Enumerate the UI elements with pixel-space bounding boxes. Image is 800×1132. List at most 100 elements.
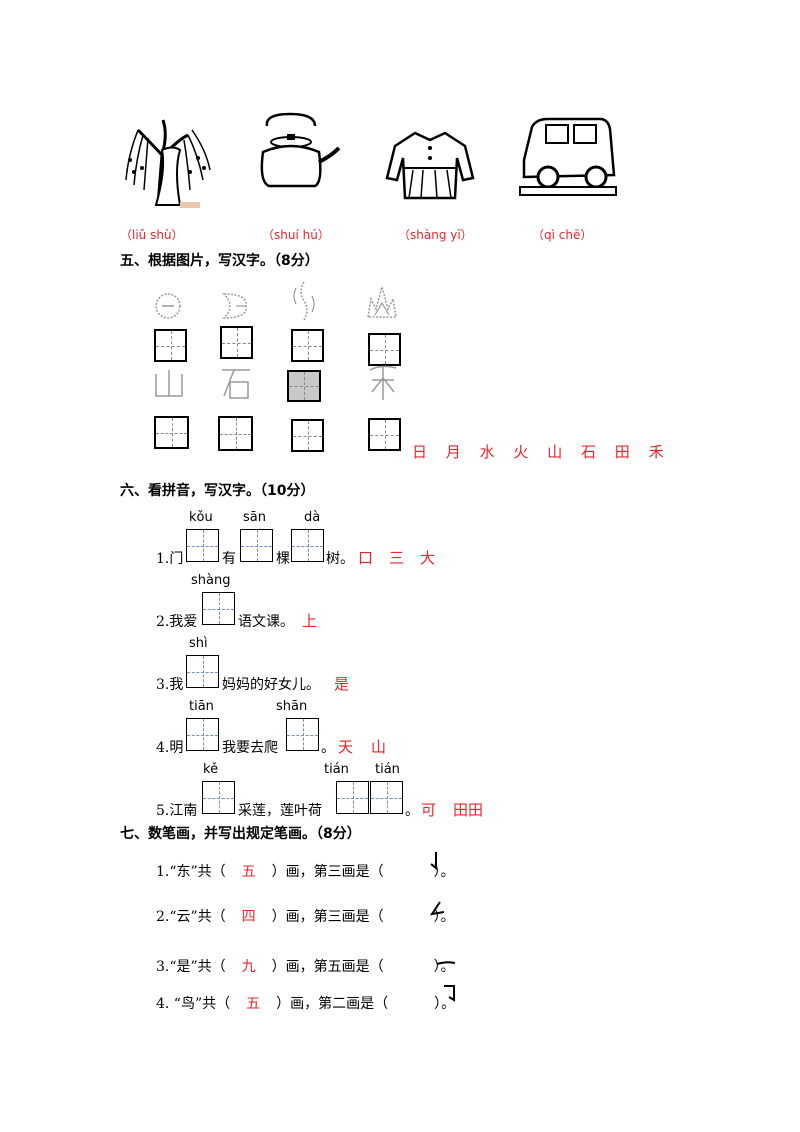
q2-text-a: 2.我爱 xyxy=(156,614,198,630)
answer-shi: 是 xyxy=(334,675,350,693)
section7-heading: 七、数笔画，并写出规定笔画。（8分） xyxy=(120,826,361,842)
answer-da: 大 xyxy=(420,549,436,567)
answer-char: 水 xyxy=(479,443,495,461)
answer-shang: 上 xyxy=(302,612,318,630)
answer-san: 三 xyxy=(389,549,405,567)
answer-kou: 口 xyxy=(358,549,374,567)
write-box-ke[interactable] xyxy=(202,781,235,814)
pinyin-ke: kě xyxy=(203,762,219,777)
answer-box-moon[interactable] xyxy=(220,326,253,359)
write-box-tian[interactable] xyxy=(186,718,219,751)
answer-char: 月 xyxy=(445,443,461,461)
answer-shan: 山 xyxy=(371,738,387,756)
answer-box-sun[interactable] xyxy=(154,329,187,362)
write-box-shang[interactable] xyxy=(202,592,235,625)
answer-char: 火 xyxy=(513,443,529,461)
horizontal-stroke-icon xyxy=(436,961,456,965)
stroke-item-3: 3.“是”共（九）画，第五画是（）。 xyxy=(156,956,455,976)
q4-text-c: 。 xyxy=(321,740,335,756)
q5-text-a: 5.江南 xyxy=(156,803,198,819)
answer-char: 田 xyxy=(614,443,630,461)
answer-char: 禾 xyxy=(648,443,664,461)
stroke-item-pre: 3.“是”共（ xyxy=(156,959,226,975)
field-pictograph-box xyxy=(287,370,321,402)
horizontal-fold-hook-stroke-icon xyxy=(444,985,455,1002)
stroke-count: 四 xyxy=(241,909,256,925)
fire-pictograph-icon xyxy=(367,285,397,318)
section5-answers: 日 月 水 火 山 石 田 禾 xyxy=(412,441,664,462)
stroke-item-4: 4. “鸟”共（ 五 ）画，第二画是（ ）。 xyxy=(156,993,455,1013)
pinyin-shan: shān xyxy=(276,699,308,714)
write-box-da[interactable] xyxy=(291,529,324,562)
stone-pictograph-icon xyxy=(222,369,250,399)
write-box-shan[interactable] xyxy=(286,718,319,751)
q2-text-b: 语文课。 xyxy=(238,614,294,630)
caption-car: （qì chē） xyxy=(532,228,593,242)
stroke-count: 九 xyxy=(241,959,256,975)
write-box-tian-2[interactable] xyxy=(370,781,403,814)
kettle-picture xyxy=(260,112,341,188)
stroke-item-post: ）。 xyxy=(433,864,455,880)
pinyin-shi: shì xyxy=(189,636,208,651)
answer-box-stone[interactable] xyxy=(218,416,253,451)
q3-text-b: 妈妈的好女儿。 xyxy=(222,677,320,693)
stroke-item-pre: 2.“云”共（ xyxy=(156,909,226,925)
left-fall-dot-stroke-icon xyxy=(429,901,445,916)
moon-pictograph-icon xyxy=(222,293,247,319)
answer-tiantian: 田田 xyxy=(453,801,484,819)
section6-heading: 六、看拼音，写汉字。（10分） xyxy=(120,483,315,499)
pinyin-tian: tiān xyxy=(189,699,214,714)
answer-box-grain[interactable] xyxy=(368,418,401,451)
q5-text-c: 。 xyxy=(405,803,419,819)
stroke-item-pre: 4. “鸟”共（ xyxy=(156,996,231,1012)
answer-box-mountain[interactable] xyxy=(154,416,189,449)
pinyin-da: dà xyxy=(304,510,321,525)
answer-ke: 可 xyxy=(421,801,437,819)
answer-char: 山 xyxy=(547,443,563,461)
write-box-san[interactable] xyxy=(240,529,273,562)
q4-text-b: 我要去爬 xyxy=(222,740,278,756)
stroke-item-mid: ）画，第三画是（ xyxy=(271,864,384,880)
stroke-item-post: ）。 xyxy=(434,996,456,1012)
pinyin-san: sān xyxy=(243,510,266,525)
willow-tree-picture xyxy=(125,119,211,208)
answer-box-water[interactable] xyxy=(291,329,324,362)
stroke-item-mid: ）画，第三画是（ xyxy=(271,909,384,925)
q4-text-a: 4.明 xyxy=(156,740,184,756)
pinyin-kou: kǒu xyxy=(189,510,213,525)
caption-willow: （liǔ shù） xyxy=(120,228,184,242)
pinyin-tian-2: tián xyxy=(375,762,400,777)
answer-box-fire[interactable] xyxy=(368,333,401,366)
stroke-item-2: 2.“云”共（四）画，第三画是（）。 xyxy=(156,906,455,926)
q1-text-d: 树。 xyxy=(326,551,354,567)
pinyin-shang: shàng xyxy=(191,573,231,588)
stroke-count: 五 xyxy=(246,996,261,1012)
q3-text-a: 3.我 xyxy=(156,677,184,693)
write-box-tian-1[interactable] xyxy=(336,781,369,814)
caption-clothes: （shàng yī） xyxy=(398,228,473,242)
q1-text-a: 1.门 xyxy=(156,551,184,567)
q5-text-b: 采莲，莲叶荷 xyxy=(238,803,322,819)
section5-heading: 五、根据图片，写汉字。（8分） xyxy=(120,253,319,269)
grain-pictograph-icon xyxy=(369,365,397,400)
answer-tian: 天 xyxy=(338,738,354,756)
q1-text-b: 有 xyxy=(222,551,236,567)
answer-char: 日 xyxy=(412,443,428,461)
stroke-item-mid: ）画，第五画是（ xyxy=(271,959,384,975)
pinyin-tian-1: tián xyxy=(324,762,349,777)
stroke-item-pre: 1.“东”共（ xyxy=(156,864,226,880)
clothes-picture xyxy=(385,131,475,200)
car-picture xyxy=(519,117,617,196)
answer-char: 石 xyxy=(580,443,596,461)
q1-text-c: 棵 xyxy=(276,551,290,567)
answer-box-field[interactable] xyxy=(291,419,324,452)
write-box-shi[interactable] xyxy=(186,655,219,688)
water-pictograph-icon xyxy=(293,281,315,321)
caption-kettle: （shuí hú） xyxy=(262,228,330,242)
stroke-item-mid: ）画，第二画是（ xyxy=(276,996,389,1012)
mountain-pictograph-icon xyxy=(155,370,183,397)
write-box-kou[interactable] xyxy=(186,529,219,562)
vertical-hook-stroke-icon xyxy=(430,852,437,871)
stroke-count: 五 xyxy=(241,864,256,880)
stroke-item-1: 1.“东”共（ 五 ）画，第三画是（ ）。 xyxy=(156,861,455,881)
